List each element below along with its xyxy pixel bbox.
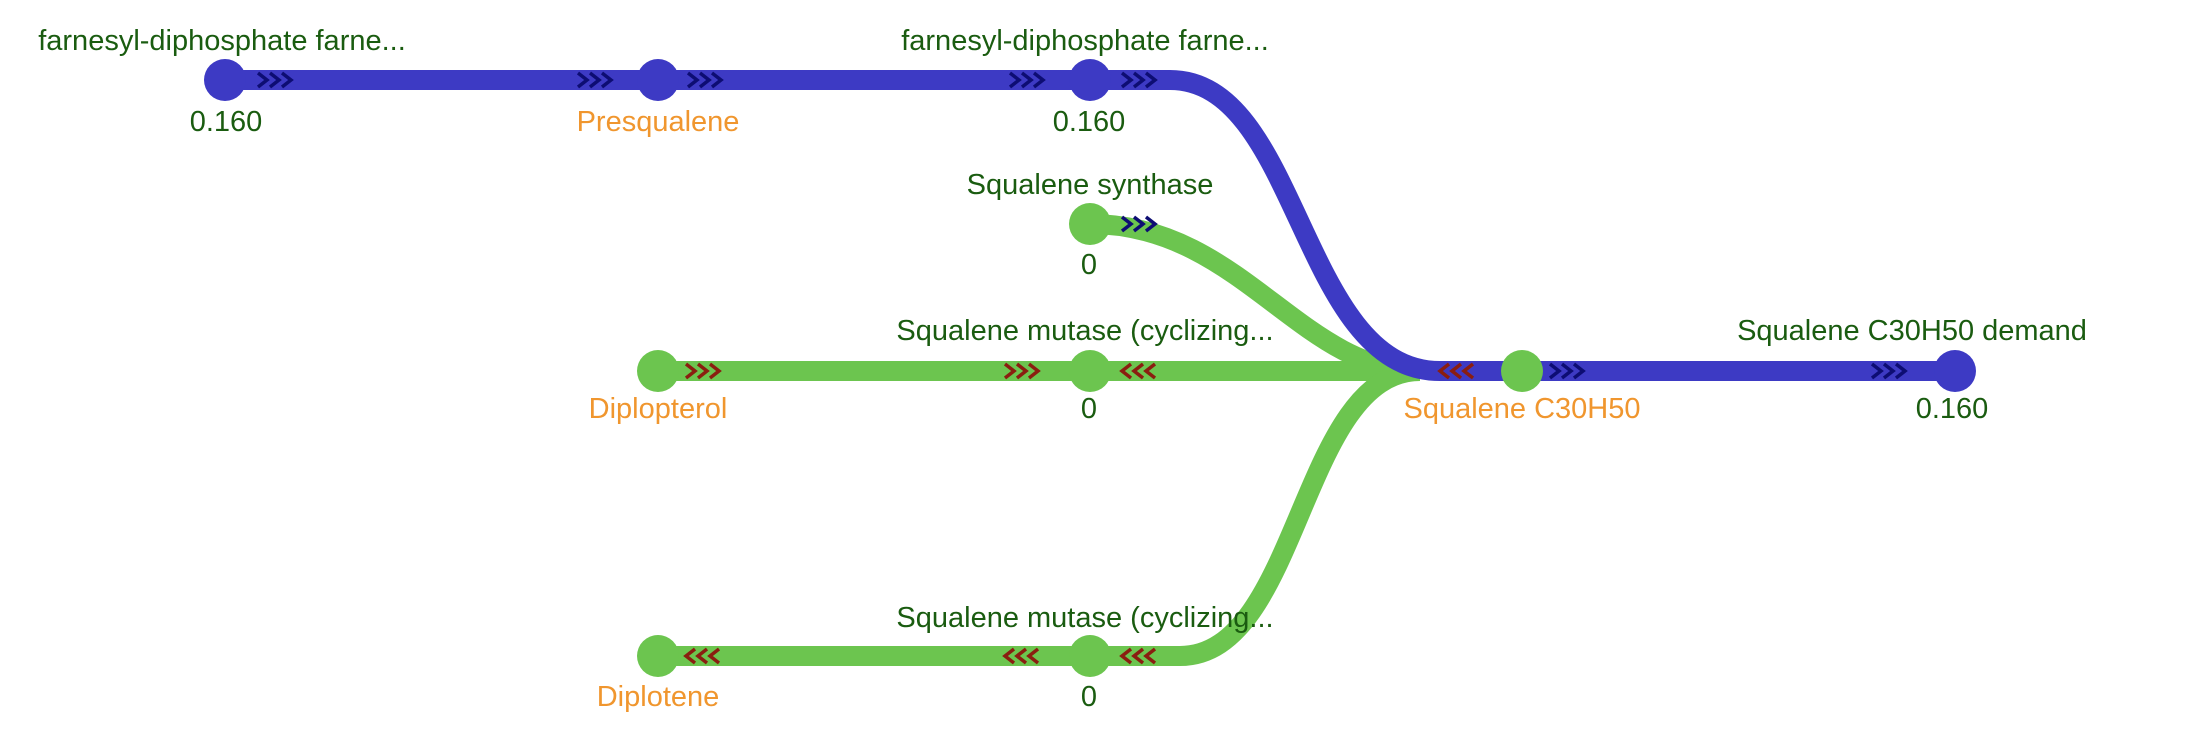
flux-value: 0 [1081, 681, 1097, 713]
metabolite-label[interactable]: Diplopterol [589, 393, 728, 425]
labels: farnesyl-diphosphate farne... farnesyl-d… [38, 25, 2087, 713]
metabolite-node-squalene[interactable] [1501, 350, 1543, 392]
reaction-node-mutase-2[interactable] [1069, 635, 1111, 677]
metabolite-label[interactable]: Diplotene [597, 681, 720, 713]
metabolite-label[interactable]: Presqualene [577, 106, 740, 138]
edge-diplotene-mutase[interactable] [658, 361, 1421, 666]
metabolite-node-diplotene[interactable] [637, 635, 679, 677]
reaction-node-fpp-2[interactable] [1069, 59, 1111, 101]
inactive-edges [658, 214, 1421, 666]
reaction-label[interactable]: Squalene mutase (cyclizing... [896, 602, 1273, 634]
flux-value: 0.160 [1916, 393, 1989, 425]
edge-top-chain[interactable] [225, 70, 1955, 381]
metabolite-node-diplopterol[interactable] [637, 350, 679, 392]
reaction-node-squalene-synthase[interactable] [1069, 203, 1111, 245]
reaction-node-squalene-demand[interactable] [1934, 350, 1976, 392]
flux-value: 0 [1081, 393, 1097, 425]
metabolite-node-presqualene[interactable] [637, 59, 679, 101]
flux-value: 0 [1081, 249, 1097, 281]
flux-value: 0.160 [190, 106, 263, 138]
reaction-label[interactable]: farnesyl-diphosphate farne... [901, 25, 1269, 57]
active-edges [225, 70, 1955, 381]
nodes [204, 59, 1976, 677]
reaction-label[interactable]: Squalene synthase [967, 169, 1214, 201]
metabolite-label[interactable]: Squalene C30H50 [1403, 393, 1640, 425]
reaction-node-fpp-1[interactable] [204, 59, 246, 101]
flux-value: 0.160 [1053, 106, 1126, 138]
reaction-label[interactable]: Squalene mutase (cyclizing... [896, 315, 1273, 347]
reaction-node-mutase-1[interactable] [1069, 350, 1111, 392]
reaction-label[interactable]: farnesyl-diphosphate farne... [38, 25, 406, 57]
reaction-label[interactable]: Squalene C30H50 demand [1737, 315, 2087, 347]
